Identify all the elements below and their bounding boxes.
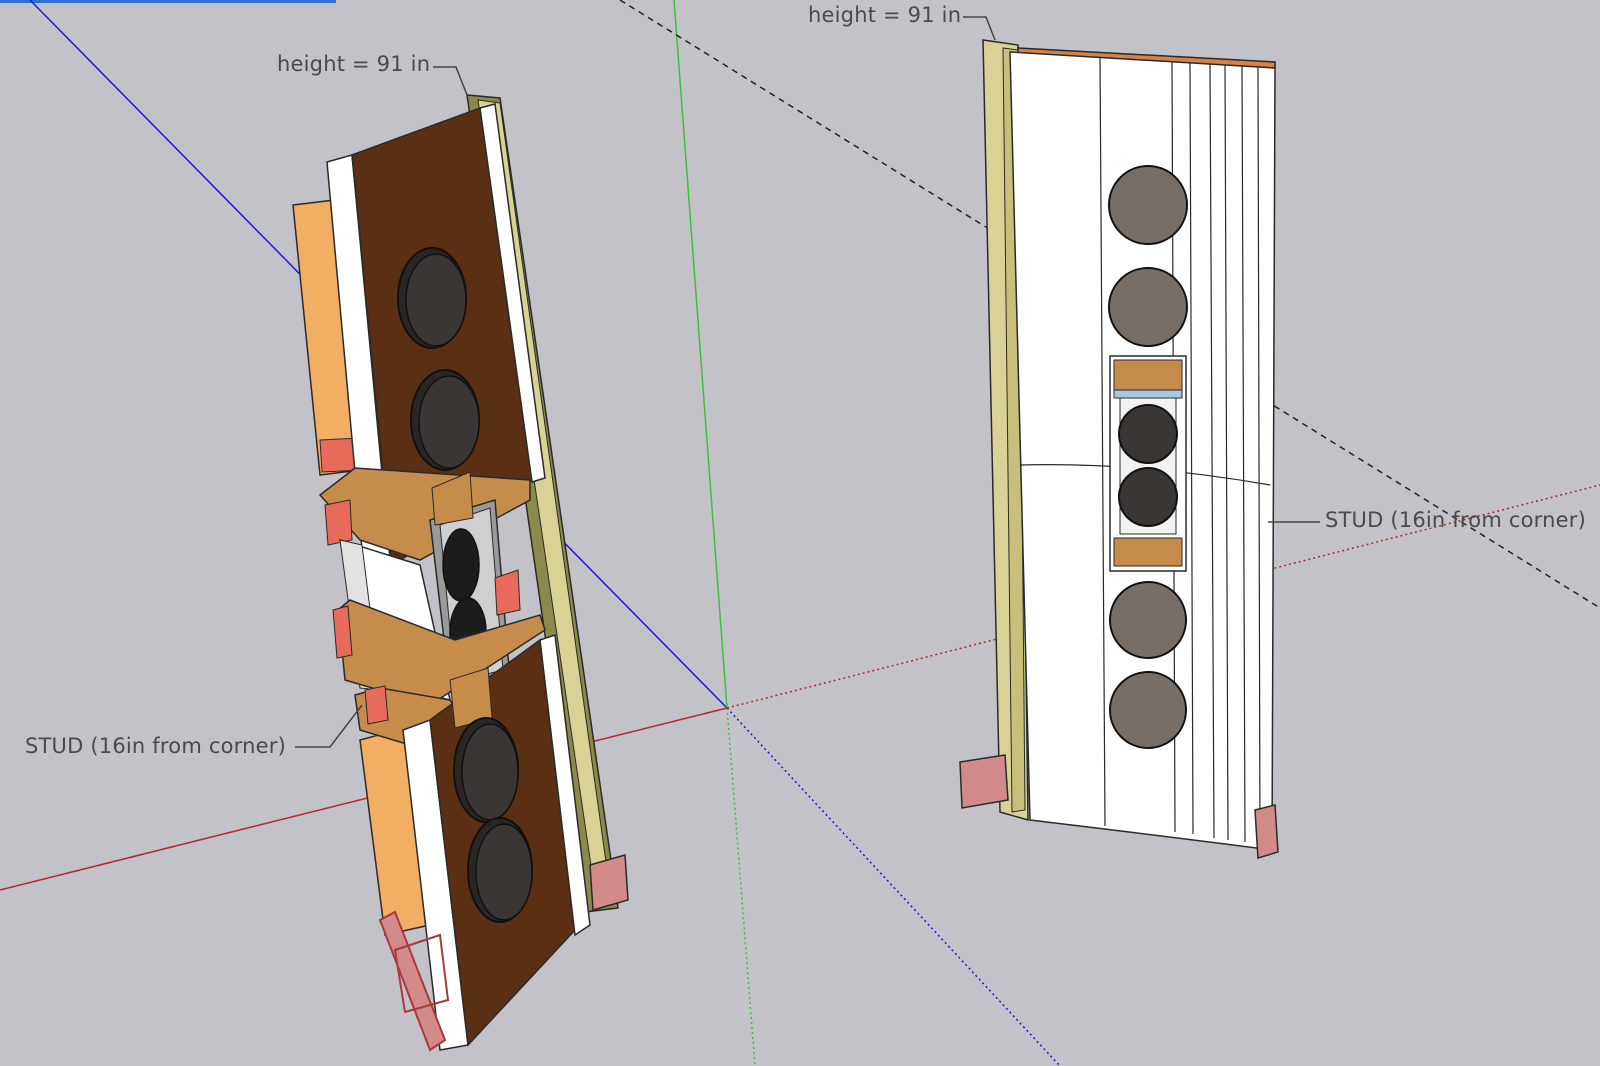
selection-highlight-bar [0,0,336,3]
left-upper-woofers [397,247,480,471]
red-axis [0,707,728,891]
left-middle-shelf-lower [337,599,546,706]
right-tweeter-2 [1118,467,1178,527]
green-axis-dotted [726,707,756,1066]
blue-axis-dotted [726,707,1061,1066]
right-speaker-model[interactable] [959,39,1279,859]
right-stud-label: STUD (16in from corner) [1325,508,1586,532]
right-tweeter-1 [1118,404,1178,464]
right-height-label: height = 91 in [808,3,962,27]
left-tweeter-wood-top [431,471,474,526]
left-tweeter-1 [442,528,480,602]
left-lower-woofers [453,717,533,923]
right-foot-left [959,754,1009,809]
right-woofers [1108,165,1188,749]
right-leaders [963,16,1320,523]
green-axis [673,0,728,709]
left-speaker-model[interactable] [292,94,629,1052]
right-foot-right [1254,804,1279,859]
left-foot-frame [378,910,447,1052]
left-stud-label: STUD (16in from corner) [25,734,286,758]
left-leaders [295,66,468,748]
right-tweeter-module [1109,355,1187,572]
left-middle-shelf-upper [318,467,531,561]
left-foot-right [589,854,629,911]
left-height-label: height = 91 in [277,52,431,76]
